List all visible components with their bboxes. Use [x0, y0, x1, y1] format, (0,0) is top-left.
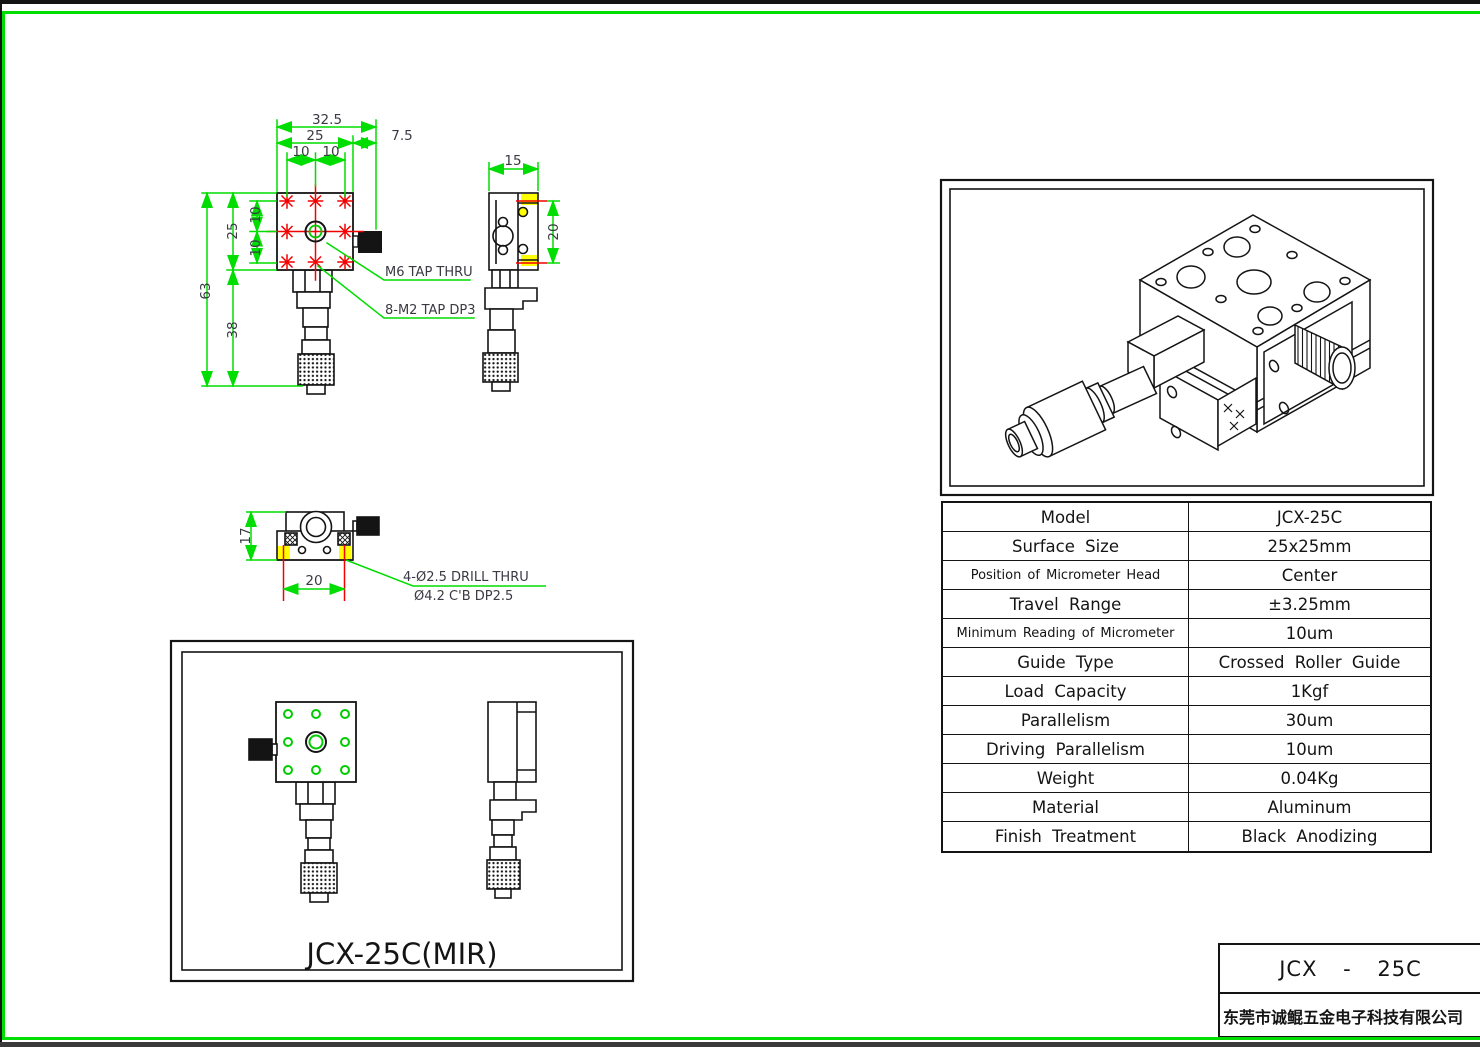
title-block-company: 东莞市诚鲲五金电子科技有限公司 — [1223, 1008, 1464, 1027]
spec-value: Center — [1188, 561, 1430, 590]
top-view-drawing — [245, 510, 546, 601]
dim-height-total: 63 — [198, 282, 214, 300]
title-block-model: JCX - 25C — [1220, 945, 1480, 994]
spec-value: 10um — [1188, 735, 1430, 764]
dim-height-micrometer: 38 — [225, 321, 241, 339]
side-dimensions — [487, 162, 560, 265]
dim-hole-right: 10 — [322, 144, 340, 160]
mir-caption: JCX-25C(MIR) — [306, 937, 498, 971]
note-drill-line1: 4-Ø2.5 DRILL THRU — [403, 570, 529, 585]
spec-value: 25x25mm — [1188, 532, 1430, 561]
spec-label: Material — [943, 793, 1188, 822]
spec-label: Driving Parallelism — [943, 735, 1188, 764]
dim-top-hole-span: 20 — [305, 573, 323, 589]
iso-bracket — [1126, 315, 1206, 390]
spec-value: Black Anodizing — [1188, 822, 1430, 851]
note-m2-tap: 8-M2 TAP DP3 — [385, 303, 476, 318]
dim-height-body: 25 — [225, 222, 241, 240]
spec-label: Position of Micrometer Head — [943, 561, 1188, 590]
spec-value: 1Kgf — [1188, 677, 1430, 706]
side-view-drawing — [482, 162, 560, 392]
mir-hole-markers — [283, 709, 350, 775]
spec-value: 10um — [1188, 619, 1430, 648]
dim-hole-down: 10 — [248, 239, 264, 257]
spec-label: Parallelism — [943, 706, 1188, 735]
front-micrometer — [292, 269, 335, 395]
front-dimensions — [201, 119, 475, 388]
front-knob — [352, 231, 382, 253]
screen-bottom-edge — [0, 1042, 1480, 1047]
front-m6-hole — [304, 220, 327, 243]
spec-label: Minimum Reading of Micrometer — [943, 619, 1188, 648]
spec-value: ±3.25mm — [1188, 590, 1430, 619]
spec-label: Guide Type — [943, 648, 1188, 677]
side-body — [488, 192, 539, 271]
spec-table: Model JCX-25C Surface Size 25x25mm Posit… — [941, 501, 1432, 853]
iso-micrometer — [1004, 365, 1158, 458]
title-block: JCX - 25C 东莞市诚鲲五金电子科技有限公司 — [1218, 943, 1480, 1038]
side-red-markers — [516, 200, 547, 264]
spec-value: 30um — [1188, 706, 1430, 735]
mir-front-view — [248, 701, 357, 903]
spec-label: Model — [943, 503, 1188, 532]
spec-value: Aluminum — [1188, 793, 1430, 822]
mir-box-drawing — [169, 639, 635, 983]
top-dimensions — [245, 510, 546, 595]
dim-hole-up: 10 — [248, 206, 264, 224]
iso-view-drawing — [939, 178, 1435, 497]
iso-top-holes — [1155, 224, 1351, 336]
side-micrometer — [482, 269, 538, 392]
spec-label: Travel Range — [943, 590, 1188, 619]
spec-value: Crossed Roller Guide — [1188, 648, 1430, 677]
mir-side-view — [486, 701, 537, 899]
screen-left-edge — [0, 0, 2, 1047]
dim-top-height: 17 — [238, 527, 254, 545]
front-centerlines — [267, 184, 364, 281]
screen-top-edge — [0, 0, 1480, 4]
spec-value: JCX-25C — [1188, 503, 1430, 532]
spec-label: Finish Treatment — [994, 827, 1137, 846]
dim-side-hole-span: 20 — [546, 223, 562, 241]
dim-width-body: 25 — [306, 128, 324, 144]
note-drill-line2: Ø4.2 C'B DP2.5 — [414, 589, 514, 604]
page-border-left — [2, 11, 5, 1040]
page-border-bottom — [2, 1037, 1480, 1040]
note-m6-tap: M6 TAP THRU — [385, 265, 473, 280]
iso-carriage — [1159, 366, 1257, 452]
dim-width-offset: 7.5 — [391, 128, 413, 144]
spec-value: 0.04Kg — [1188, 764, 1430, 793]
dim-side-width: 15 — [504, 153, 522, 169]
top-body — [276, 510, 380, 561]
spec-label: Surface Size — [943, 532, 1188, 561]
spec-label: Load Capacity — [943, 677, 1188, 706]
front-view-drawing — [201, 119, 475, 395]
iso-knob — [1263, 300, 1356, 426]
dim-hole-left: 10 — [292, 144, 310, 160]
page-border-top — [2, 11, 1480, 14]
dim-width-total: 32.5 — [311, 112, 343, 128]
spec-label: Weight — [943, 764, 1188, 793]
